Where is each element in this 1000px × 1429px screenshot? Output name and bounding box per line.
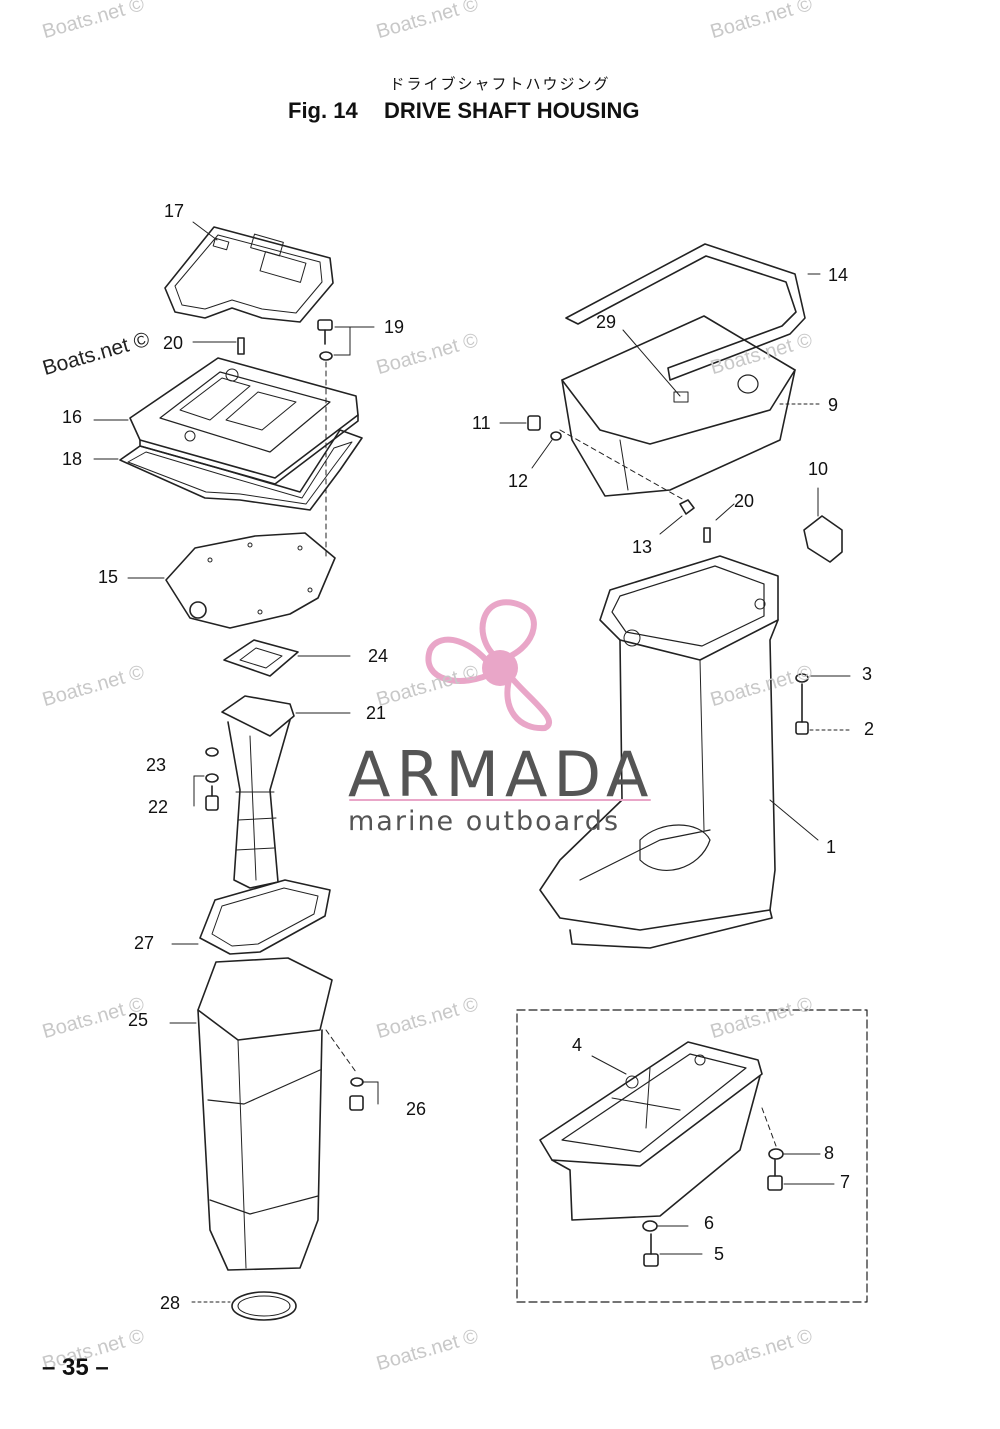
part-6-washer — [642, 1220, 658, 1232]
callout-12: 12 — [508, 471, 529, 491]
part-27-gasket — [199, 879, 331, 955]
part-8-washer — [768, 1148, 784, 1160]
inset-frame — [516, 1009, 868, 1303]
callout-11: 11 — [472, 413, 491, 433]
part-7-bolt — [767, 1159, 783, 1191]
part-20-pin — [237, 337, 245, 355]
part-18-seal — [119, 429, 363, 511]
part-4-spacer — [539, 1041, 763, 1221]
callout-7: 7 — [840, 1172, 851, 1192]
callout-26: 26 — [406, 1099, 427, 1119]
part-26-bolt — [349, 1095, 364, 1111]
callout-3: 3 — [862, 664, 873, 684]
callout-22: 22 — [148, 797, 169, 817]
callout-25: 25 — [128, 1010, 149, 1030]
callout-6: 6 — [704, 1213, 715, 1233]
part-23-washer — [205, 747, 219, 757]
callout-4: 4 — [572, 1035, 583, 1055]
callout-9: 9 — [828, 395, 839, 415]
page-number: – 35 – — [42, 1354, 109, 1381]
part-10-grommet — [803, 515, 843, 563]
part-17-gasket — [164, 226, 334, 323]
callout-14: 14 — [828, 265, 849, 285]
callout-1: 1 — [826, 837, 837, 857]
part-23b-washer — [205, 773, 219, 783]
part-12-washer — [550, 431, 562, 441]
callout-15: 15 — [98, 567, 119, 587]
callout-8: 8 — [824, 1143, 835, 1163]
part-5-bolt — [643, 1233, 659, 1267]
part-24-gasket — [223, 639, 299, 677]
callout-24: 24 — [368, 646, 389, 666]
part-13-nut — [679, 499, 695, 515]
part-22-bolt — [205, 785, 219, 811]
callout-20b: 20 — [734, 491, 755, 511]
figure-number: Fig. 14 — [288, 98, 358, 123]
part-16-adapter — [129, 357, 359, 485]
callout-21: 21 — [366, 703, 387, 723]
callout-20: 20 — [163, 333, 184, 353]
callout-28: 28 — [160, 1293, 181, 1313]
callout-10: 10 — [808, 459, 829, 479]
brand-name: ARMADA — [348, 738, 655, 811]
brand-tagline: marine outboards — [348, 806, 621, 837]
propeller-logo — [425, 599, 552, 732]
callout-29: 29 — [596, 312, 617, 332]
part-15-gasket — [165, 532, 336, 629]
callout-13: 13 — [632, 537, 653, 557]
callout-17: 17 — [164, 201, 185, 221]
callout-27: 27 — [134, 933, 155, 953]
callout-23: 23 — [146, 755, 167, 775]
part-3-washer — [795, 673, 809, 683]
japanese-title: ドライブシャフトハウジング — [389, 76, 611, 93]
part-21-housing — [221, 695, 295, 889]
callout-16: 16 — [62, 407, 83, 427]
callout-5: 5 — [714, 1244, 725, 1264]
callout-19: 19 — [384, 317, 405, 337]
part-25-extension — [197, 957, 333, 1271]
callout-18: 18 — [62, 449, 83, 469]
part-9-tray — [561, 315, 796, 497]
part-26-washer — [350, 1077, 364, 1087]
part-11-bolt — [527, 415, 541, 431]
part-28-oring — [231, 1291, 297, 1321]
part-2-bolt — [795, 683, 809, 735]
figure-title: DRIVE SHAFT HOUSING — [384, 98, 640, 123]
part-14-frame — [565, 243, 806, 381]
part-19-bolt — [317, 319, 333, 361]
part-1-drive-shaft-housing — [539, 555, 779, 949]
part-20b-pin — [703, 527, 711, 543]
callout-2: 2 — [864, 719, 875, 739]
